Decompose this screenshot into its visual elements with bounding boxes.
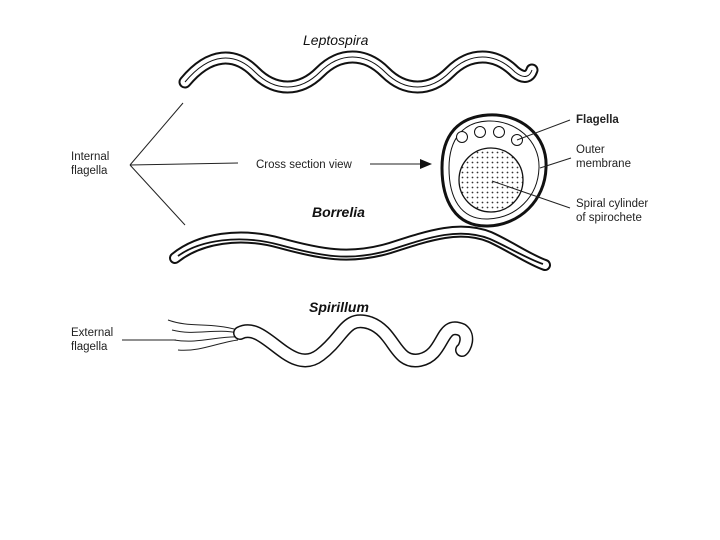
spiral-cylinder-label-line1: Spiral cylinder: [576, 198, 648, 210]
cross-section-label: Cross section view: [256, 159, 353, 171]
leptospira-body: [185, 57, 532, 87]
internal-flagella-label-line1: Internal: [71, 151, 109, 163]
internal-flagella-label-line2: flagella: [71, 165, 108, 177]
borrelia-body: [175, 232, 545, 265]
spirillum-body: [240, 321, 466, 360]
flagella-label: Flagella: [576, 114, 619, 126]
spiral-cylinder-label-line2: of spirochete: [576, 212, 642, 224]
spiral-cylinder: [459, 148, 523, 212]
flagellum-section: [475, 127, 486, 138]
internal-flagella-pointers: [130, 103, 238, 225]
outer-membrane-label-line2: membrane: [576, 158, 631, 170]
external-flagella: [168, 320, 238, 350]
borrelia-title: Borrelia: [312, 204, 365, 220]
flagellum-section: [457, 132, 468, 143]
external-flagella-label-line1: External: [71, 327, 113, 339]
cross-section-arrow: [370, 159, 432, 169]
flagellum-section: [494, 127, 505, 138]
outer-membrane-label-line1: Outer: [576, 144, 605, 156]
leptospira-title: Leptospira: [303, 32, 369, 48]
spirillum-title: Spirillum: [309, 299, 369, 315]
cross-section-diagram: [442, 115, 546, 226]
external-flagella-label-line2: flagella: [71, 341, 108, 353]
